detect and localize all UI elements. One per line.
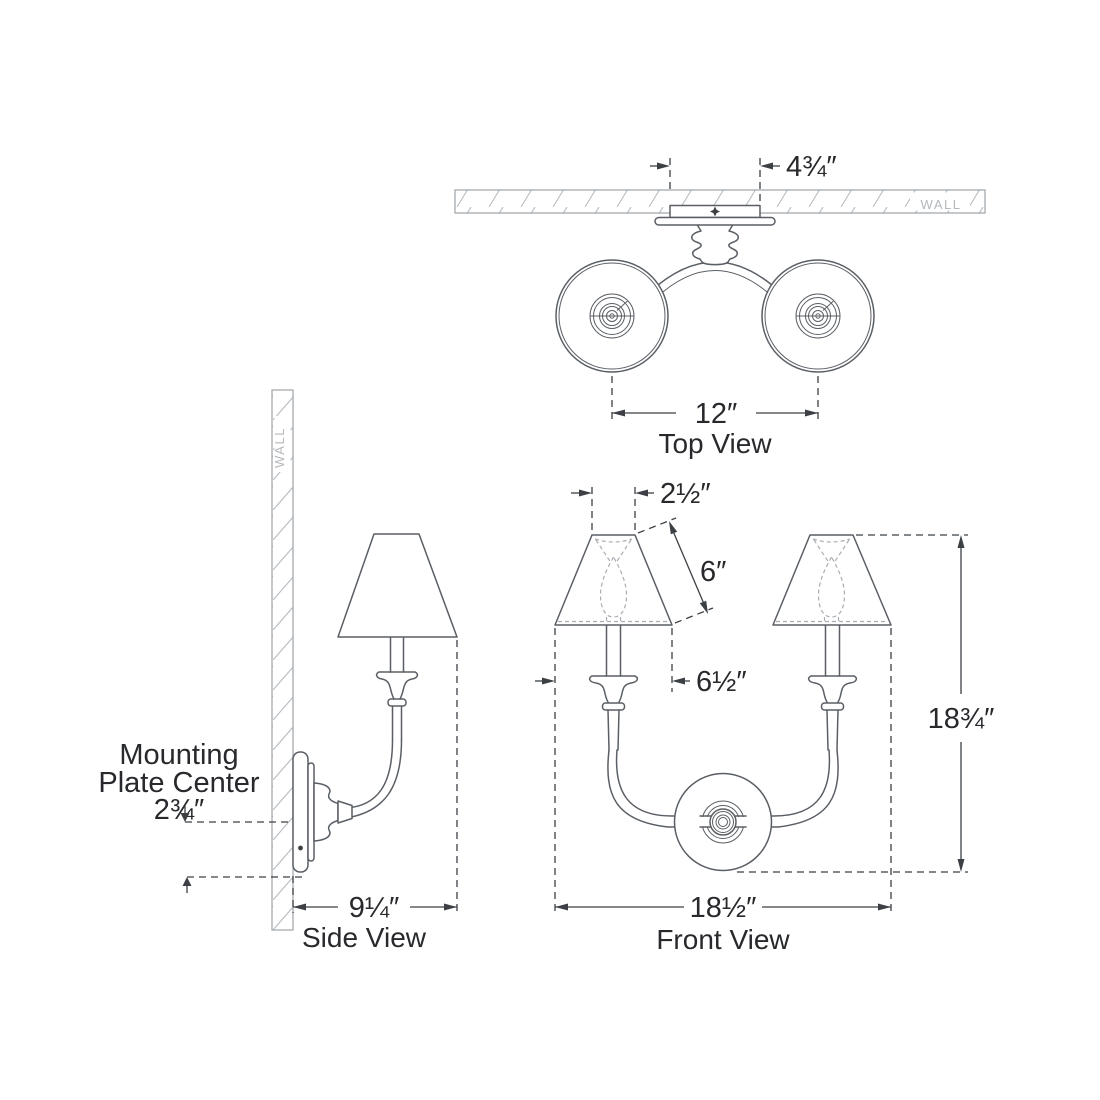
dimension-arrow bbox=[957, 535, 965, 548]
wall-label-backing bbox=[910, 192, 970, 211]
dim-text-overall-height: 18¾″ bbox=[928, 703, 995, 735]
dimension-arrow bbox=[444, 903, 457, 911]
note-line-1: Mounting bbox=[119, 739, 238, 771]
dim-shade-spacing: 12″ bbox=[611, 376, 819, 430]
socket-spoke bbox=[616, 300, 628, 311]
dim-text-overall-width: 18½″ bbox=[690, 892, 757, 924]
top-view: WALL bbox=[454, 151, 986, 459]
top-view-arm bbox=[649, 261, 781, 300]
top-view-shade-left bbox=[555, 259, 669, 373]
side-view-shade bbox=[337, 533, 458, 638]
top-view-shade-right bbox=[761, 259, 875, 373]
side-view-backplate bbox=[292, 751, 353, 873]
dim-depth: 9¼″ bbox=[292, 640, 458, 924]
front-view-candle-right bbox=[807, 624, 858, 751]
dim-text-depth: 9¼″ bbox=[349, 892, 400, 924]
dim-backplate-width: 4¾″ bbox=[650, 151, 837, 204]
side-view-arm bbox=[345, 739, 403, 819]
front-view-arms bbox=[607, 749, 839, 828]
dim-text-backplate-width: 4¾″ bbox=[786, 151, 837, 183]
dimension-arrow bbox=[878, 903, 891, 911]
socket-spoke bbox=[822, 300, 834, 311]
side-view-candle bbox=[375, 636, 419, 741]
dim-overall-width: 18½″ bbox=[554, 628, 892, 924]
dimension-arrow bbox=[635, 489, 648, 497]
dimension-arrow bbox=[699, 600, 708, 614]
side-view-label: Side View bbox=[302, 922, 427, 953]
dim-shade-bottom-width: 6½″ bbox=[535, 628, 747, 698]
front-view-candle-left bbox=[588, 624, 639, 751]
mounting-plate-note: Mounting Plate Center 2¾″ bbox=[98, 739, 304, 893]
top-view-wall: WALL bbox=[454, 189, 986, 214]
top-view-label: Top View bbox=[658, 428, 772, 459]
side-view: WALL Mounting bbox=[98, 389, 458, 953]
dimension-arrow bbox=[542, 677, 555, 685]
dimension-arrow bbox=[672, 677, 685, 685]
candle-cup bbox=[337, 800, 353, 824]
wall-label: WALL bbox=[272, 427, 287, 468]
dimension-arrow bbox=[657, 162, 670, 170]
dim-text-shade-top-width: 2½″ bbox=[660, 478, 711, 510]
dimension-arrow bbox=[182, 877, 192, 886]
dimension-arrow bbox=[579, 489, 592, 497]
front-view: 2½″ 6″ 6½″ 18¾″ bbox=[535, 478, 994, 955]
dim-text-shade-bottom-width: 6½″ bbox=[696, 666, 747, 698]
screw-icon bbox=[298, 845, 303, 851]
dimension-arrow bbox=[957, 859, 965, 872]
dimension-arrow bbox=[805, 409, 818, 417]
dimension-arrow bbox=[669, 521, 678, 535]
note-line-2: Plate Center bbox=[98, 767, 260, 799]
top-view-backplate bbox=[654, 204, 776, 226]
front-view-shade-left bbox=[554, 534, 673, 626]
front-view-label: Front View bbox=[656, 924, 790, 955]
screw-icon bbox=[710, 206, 720, 217]
dim-text-shade-slant: 6″ bbox=[700, 556, 726, 588]
dim-shade-top-width: 2½″ bbox=[571, 478, 711, 531]
wall-label-backing bbox=[274, 416, 291, 472]
dimension-arrow bbox=[760, 162, 773, 170]
dim-text-shade-spacing: 12″ bbox=[695, 398, 738, 430]
wall-label: WALL bbox=[921, 197, 962, 212]
front-view-shade-right bbox=[772, 534, 892, 626]
top-view-finial bbox=[691, 223, 739, 266]
note-line-3: 2¾″ bbox=[154, 794, 205, 826]
side-view-wall: WALL bbox=[271, 389, 294, 931]
front-view-backplate bbox=[673, 772, 773, 872]
dim-shade-slant: 6″ bbox=[637, 517, 726, 624]
dim-overall-height: 18¾″ bbox=[737, 534, 995, 873]
dimension-arrow bbox=[180, 813, 190, 822]
